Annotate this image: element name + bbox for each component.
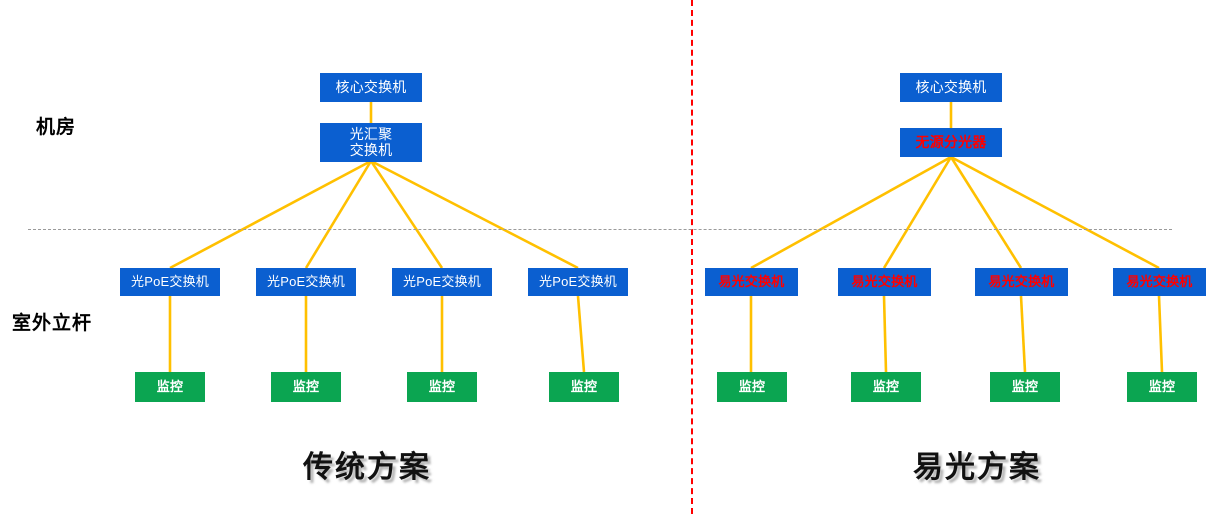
right-camera-4[interactable]: 监控: [1127, 372, 1197, 402]
left-camera-2[interactable]: 监控: [271, 372, 341, 402]
right-fanout-link-4: [950, 155, 1160, 270]
row-label-outdoor-pole: 室外立杆: [12, 313, 93, 334]
right-fanout-link-2: [882, 156, 953, 269]
right-fanout-link-3: [949, 156, 1023, 269]
left-poe-switch-2[interactable]: 光PoE交换机: [256, 268, 356, 296]
left-camera-4[interactable]: 监控: [549, 372, 619, 402]
right-yiguang-switch-4[interactable]: 易光交换机: [1113, 268, 1206, 296]
caption-traditional-scheme: 传统方案: [303, 451, 431, 484]
row-label-equipment-room: 机房: [36, 117, 77, 138]
left-aggregation-switch[interactable]: 光汇聚 交换机: [320, 123, 422, 162]
left-poe-switch-3[interactable]: 光PoE交换机: [392, 268, 492, 296]
right-camera-3[interactable]: 监控: [990, 372, 1060, 402]
right-camera-2[interactable]: 监控: [851, 372, 921, 402]
right-camera-1[interactable]: 监控: [717, 372, 787, 402]
left-fanout-link-1: [169, 159, 372, 270]
right-yiguang-switch-1[interactable]: 易光交换机: [705, 268, 798, 296]
right-yiguang-switch-3[interactable]: 易光交换机: [975, 268, 1068, 296]
right-fanout-link-1: [750, 155, 952, 270]
left-camera-3[interactable]: 监控: [407, 372, 477, 402]
right-core-switch[interactable]: 核心交换机: [900, 73, 1002, 102]
right-drop-link-4: [1157, 295, 1164, 373]
scheme-divider-vertical: [691, 0, 693, 514]
right-drop-link-2: [882, 295, 888, 373]
left-camera-1[interactable]: 监控: [135, 372, 205, 402]
left-fanout-link-4: [370, 159, 579, 270]
right-passive-optical-splitter[interactable]: 无源分光器: [900, 128, 1002, 157]
left-drop-link-4: [576, 295, 586, 373]
right-yiguang-switch-2[interactable]: 易光交换机: [838, 268, 931, 296]
zone-divider-horizontal: [28, 229, 1172, 230]
left-core-switch[interactable]: 核心交换机: [320, 73, 422, 102]
left-fanout-link-2: [304, 160, 373, 269]
left-poe-switch-4[interactable]: 光PoE交换机: [528, 268, 628, 296]
left-poe-switch-1[interactable]: 光PoE交换机: [120, 268, 220, 296]
caption-yiguang-scheme: 易光方案: [913, 451, 1041, 484]
right-drop-link-3: [1019, 295, 1027, 373]
left-fanout-link-3: [369, 160, 444, 269]
